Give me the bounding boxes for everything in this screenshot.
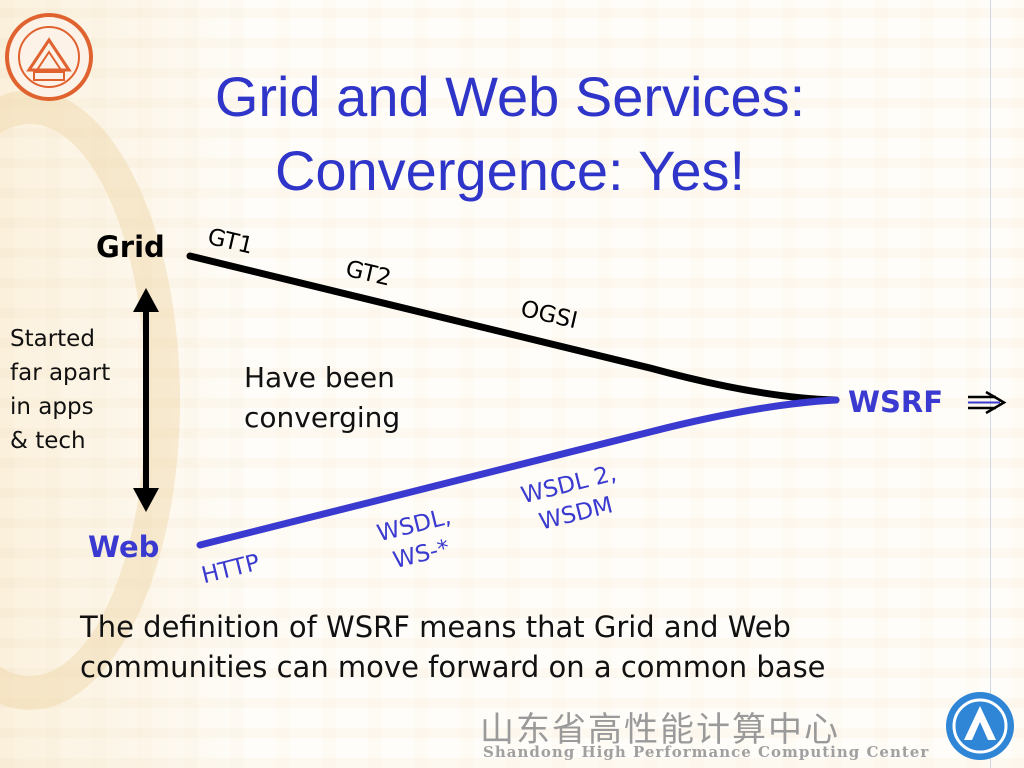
wsrf-label: WSRF	[848, 385, 944, 419]
side-note-line: far apart	[10, 360, 111, 386]
grid-label: Grid	[96, 230, 165, 264]
hpc-center-logo-icon	[944, 690, 1016, 762]
converging-text-line: Have been	[244, 361, 395, 394]
converging-text-line: converging	[244, 401, 401, 434]
slide-title: Grid and Web Services: Convergence: Yes!	[150, 60, 870, 208]
center-name-chinese: 山东省高性能计算中心	[480, 710, 840, 750]
footer-line: communities can move forward on a common…	[80, 650, 826, 684]
footer-statement: The definition of WSRF means that Grid a…	[80, 607, 826, 687]
shandong-university-seal-icon	[4, 12, 94, 102]
implies-arrow-icon	[968, 390, 1007, 415]
title-line-1: Grid and Web Services:	[214, 65, 806, 128]
converging-text: Have been converging	[244, 358, 400, 438]
web-label: Web	[88, 530, 160, 564]
side-note: Started far apart in apps & tech	[10, 322, 110, 458]
web-path-line	[196, 396, 840, 549]
footer-line: The definition of WSRF means that Grid a…	[80, 610, 791, 644]
side-note-line: Started	[10, 326, 95, 352]
double-headed-arrow-icon	[133, 288, 159, 512]
title-line-2: Convergence: Yes!	[274, 139, 746, 202]
right-border-line	[990, 0, 991, 768]
side-note-line: & tech	[10, 428, 86, 454]
side-note-line: in apps	[10, 394, 94, 420]
center-name-english: Shandong High Performance Computing Cent…	[483, 743, 930, 761]
